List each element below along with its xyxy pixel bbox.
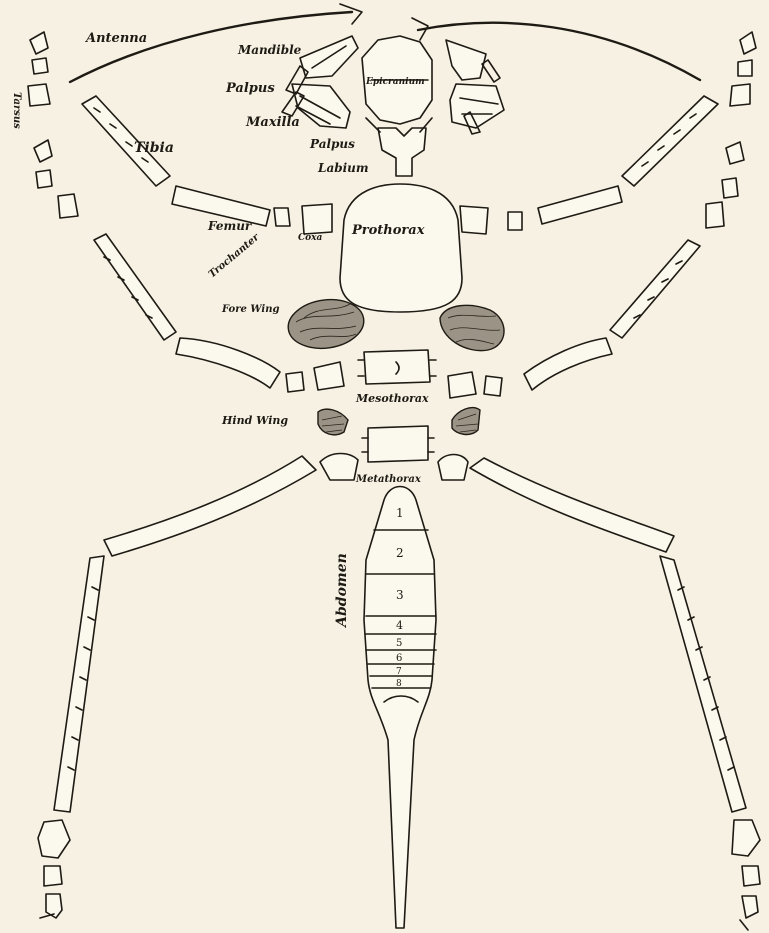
segment-3: 3 [396, 588, 404, 602]
segment-5: 5 [396, 638, 402, 649]
hind-leg-right [438, 455, 760, 931]
label-coxa: Coxa [298, 233, 323, 243]
segment-1: 1 [396, 506, 404, 520]
label-tarsus: Tarsus [11, 92, 22, 129]
label-abdomen: Abdomen [334, 553, 350, 629]
label-mandible: Mandible [237, 43, 302, 57]
segment-4: 4 [396, 619, 403, 632]
maxilla-right [450, 84, 504, 128]
label-palpus-upper: Palpus [225, 81, 275, 96]
label-mesothorax: Mesothorax [355, 392, 429, 405]
abdomen: 1 2 3 4 5 6 7 8 [364, 487, 436, 929]
label-hind-wing: Hind Wing [221, 414, 288, 427]
middle-leg-right [448, 142, 744, 398]
label-labium: Labium [317, 161, 369, 175]
mandible-right [446, 40, 486, 80]
label-trochanter: Trochanter [207, 232, 262, 281]
prothorax [340, 184, 462, 312]
hind-wing-left [318, 409, 348, 435]
label-tibia: Tibia [134, 140, 174, 156]
labium [366, 118, 432, 176]
mesothorax [358, 350, 436, 384]
metathorax [362, 426, 434, 462]
segment-7: 7 [396, 667, 402, 677]
fore-wing-right [440, 305, 504, 350]
middle-leg-left [34, 140, 344, 392]
hind-leg-left [38, 454, 358, 919]
label-palpus-lower: Palpus [309, 137, 355, 151]
hind-wing-right [452, 408, 480, 435]
label-fore-wing: Fore Wing [221, 304, 279, 315]
segment-2: 2 [396, 546, 404, 560]
label-prothorax: Prothorax [351, 223, 425, 238]
label-femur: Femur [207, 219, 253, 233]
maxilla-left [292, 84, 350, 128]
label-maxilla: Maxilla [245, 115, 300, 130]
label-metathorax: Metathorax [355, 474, 422, 485]
segment-8: 8 [396, 679, 402, 689]
label-epicranium: Epicranium [365, 77, 425, 87]
segment-6: 6 [396, 653, 402, 664]
label-antenna: Antenna [84, 31, 147, 46]
